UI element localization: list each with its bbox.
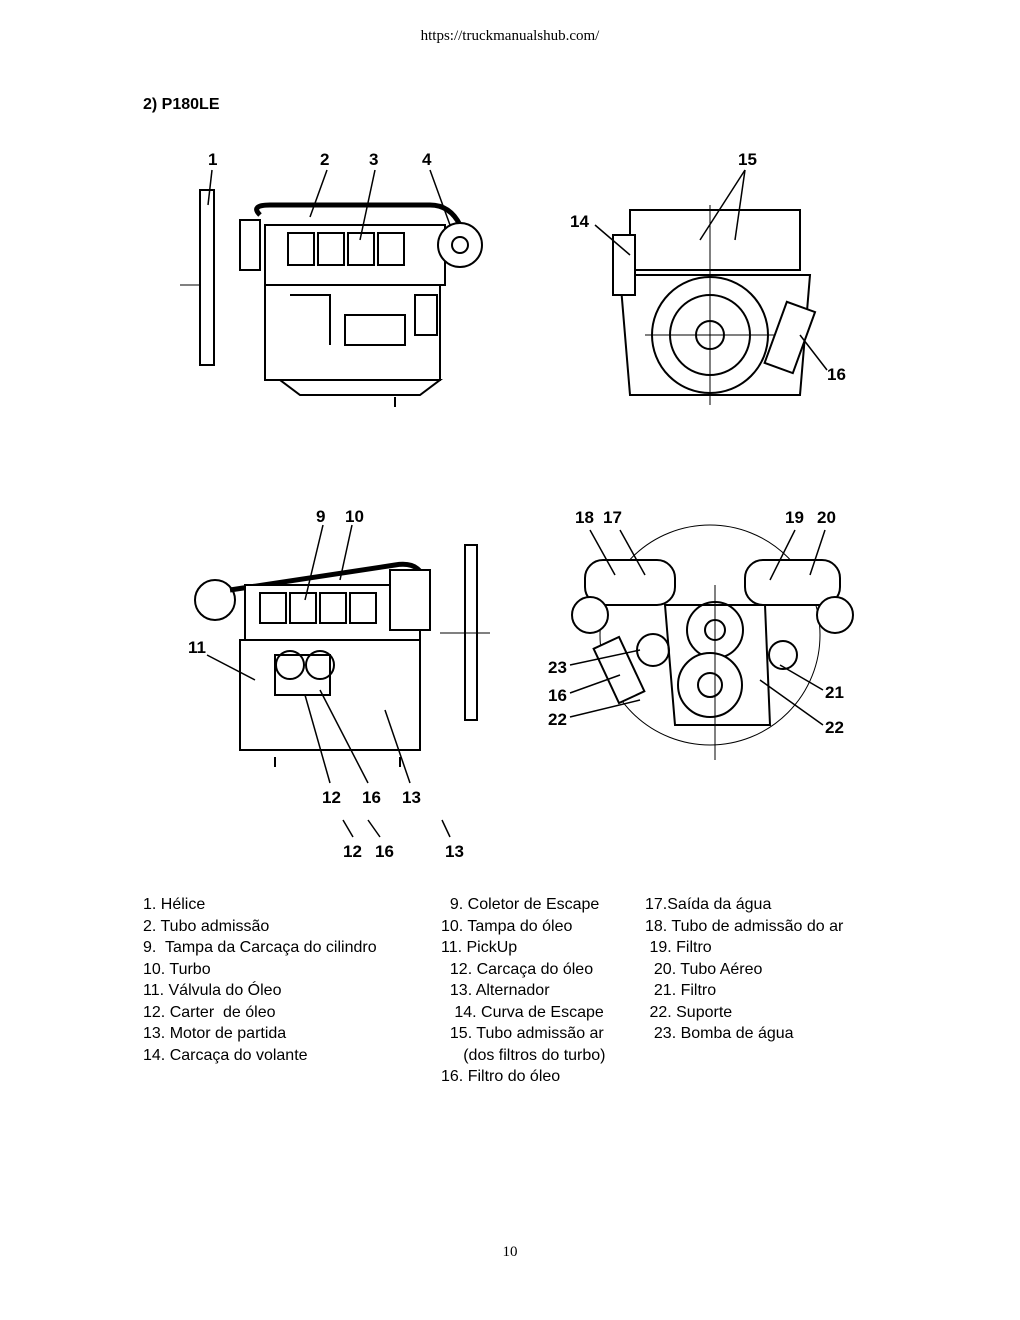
section-title: 2) P180LE — [143, 96, 220, 113]
engine-side-view-left-diagram: 1 2 3 4 — [180, 150, 483, 407]
legend-item: 12. Carter de óleo — [143, 1003, 276, 1021]
legend-item: 1. Hélice — [143, 896, 206, 913]
callout-2: 2 — [320, 150, 329, 169]
callout-12: 12 — [322, 788, 341, 807]
legend-item: 12. Carcaça do óleo — [441, 960, 594, 978]
legend-item: 22. Suporte — [645, 1003, 733, 1021]
callout-17: 17 — [603, 508, 622, 527]
callout-16: 16 — [548, 686, 567, 705]
callout-20: 20 — [817, 508, 836, 527]
callout-13: 13 — [402, 788, 421, 807]
legend-item: 17.Saída da água — [645, 896, 772, 913]
legend-item: 10. Tampa do óleo — [441, 917, 573, 935]
legend-item: 23. Bomba de água — [645, 1025, 794, 1042]
callout-3: 3 — [369, 150, 378, 169]
callout-15: 15 — [738, 150, 757, 169]
engine-front-view-diagram: 14 15 16 — [570, 150, 846, 405]
page-number: 10 — [502, 1244, 518, 1260]
legend-item: 13. Alternador — [441, 982, 550, 999]
callout-21: 21 — [825, 683, 844, 702]
callout-4: 4 — [422, 150, 432, 169]
callout-22b: 22 — [825, 718, 844, 737]
callout-11: 11 — [188, 638, 206, 657]
legend-column-2: 9. Coletor de Escape 10. Tampa do óleo 1… — [441, 894, 606, 1088]
legend-item: (dos filtros do turbo) — [441, 1046, 606, 1064]
legend-item: 2. Tubo admissão — [143, 917, 270, 935]
callout-16: 16 — [362, 788, 381, 807]
legend-item: 11. PickUp — [441, 939, 518, 956]
legend-item: 15. Tubo admissão ar — [441, 1025, 604, 1042]
legend-item: 9. Tampa da Carcaça do cilindro — [143, 939, 377, 956]
callout-16-repeat: 16 — [375, 842, 394, 861]
legend-column-3: 17.Saída da água 18. Tubo de admissão do… — [645, 894, 843, 1045]
legend-item: 20. Tubo Aéreo — [645, 960, 763, 978]
callout-18: 18 — [575, 508, 594, 527]
callout-12-repeat: 12 — [343, 842, 362, 861]
legend-item: 19. Filtro — [645, 939, 712, 956]
legend-item: 11. Válvula do Óleo — [143, 982, 282, 999]
callout-10: 10 — [345, 507, 364, 526]
callout-22: 22 — [548, 710, 567, 729]
legend-item: 16. Filtro do óleo — [441, 1068, 561, 1085]
engine-rear-view-diagram: 18 17 19 20 23 16 22 21 22 — [548, 508, 854, 760]
legend-item: 18. Tubo de admissão do ar — [645, 917, 844, 935]
callout-16: 16 — [827, 365, 846, 384]
callout-23: 23 — [548, 658, 567, 677]
legend-item: 21. Filtro — [645, 982, 717, 999]
legend-item: 14. Curva de Escape — [441, 1003, 604, 1021]
callout-14: 14 — [570, 212, 589, 231]
callout-19: 19 — [785, 508, 804, 527]
callout-1: 1 — [208, 150, 217, 169]
legend-item: 9. Coletor de Escape — [441, 896, 600, 913]
engine-side-view-right-diagram: 9 10 11 12 16 13 12 16 13 — [188, 507, 490, 861]
source-url[interactable]: https://truckmanualshub.com/ — [420, 28, 600, 44]
legend-item: 14. Carcaça do volante — [143, 1046, 308, 1064]
legend-item: 10. Turbo — [143, 960, 211, 978]
callout-13-repeat: 13 — [445, 842, 464, 861]
callout-9: 9 — [316, 507, 325, 526]
legend-item: 13. Motor de partida — [143, 1025, 287, 1042]
legend-column-1: 1. Hélice 2. Tubo admissão 9. Tampa da C… — [143, 894, 377, 1066]
